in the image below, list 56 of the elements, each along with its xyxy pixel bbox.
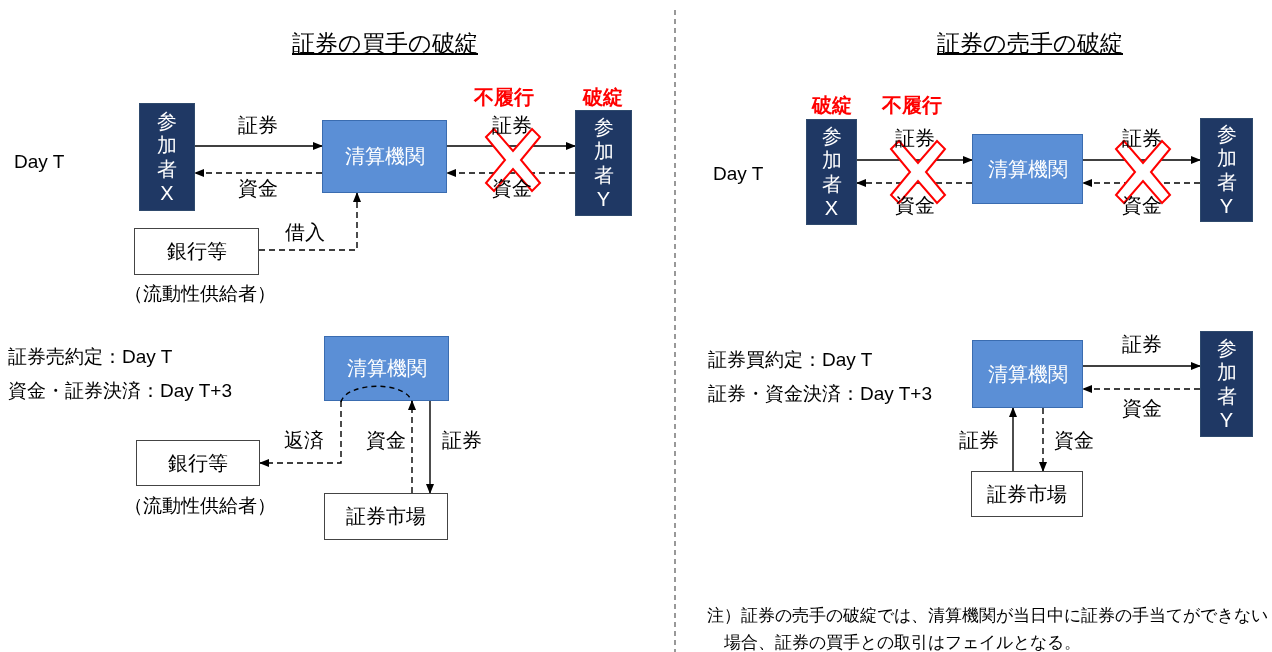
edge-label: 証券 bbox=[237, 115, 279, 135]
participant-box: 参加者X bbox=[139, 103, 195, 211]
edge-label: 証券 bbox=[894, 128, 936, 148]
process-box: 銀行等 bbox=[136, 440, 260, 486]
edge-label: 資金 bbox=[894, 195, 936, 215]
edge-label: 資金 bbox=[365, 430, 407, 450]
text-label: Day T bbox=[14, 150, 65, 174]
clearing-house-box: 清算機関 bbox=[972, 134, 1083, 204]
arrow bbox=[194, 142, 323, 150]
node-caption: （流動性供給者） bbox=[123, 282, 277, 306]
text-label: 証券買約定：Day T bbox=[708, 348, 873, 372]
clearing-house-box: 清算機関 bbox=[322, 120, 447, 193]
arrow bbox=[856, 179, 973, 187]
edge-label: 資金 bbox=[237, 178, 279, 198]
arrow bbox=[1082, 362, 1201, 370]
edge-label: 資金 bbox=[1121, 398, 1163, 418]
text-label: 証券売約定：Day T bbox=[8, 345, 173, 369]
text-label: 資金・証券決済：Day T+3 bbox=[8, 379, 232, 403]
participant-box: 参加者Y bbox=[1200, 331, 1253, 437]
edge-label: 証券 bbox=[491, 115, 533, 135]
section-title: 証券の買手の破綻 bbox=[291, 29, 479, 58]
process-box: 証券市場 bbox=[971, 471, 1083, 517]
edge-label: 資金 bbox=[1121, 195, 1163, 215]
arrow bbox=[194, 169, 323, 177]
arrow bbox=[408, 400, 416, 494]
node-caption: （流動性供給者） bbox=[123, 494, 277, 518]
arrow bbox=[1039, 407, 1047, 472]
status-label: 不履行 bbox=[474, 85, 534, 110]
arrow bbox=[446, 169, 576, 177]
edge-label: 証券 bbox=[1121, 128, 1163, 148]
process-box: 証券市場 bbox=[324, 493, 448, 540]
edge-label: 証券 bbox=[958, 430, 1000, 450]
edge-label: 証券 bbox=[441, 430, 483, 450]
arrow bbox=[1082, 385, 1201, 393]
section-title: 証券の売手の破綻 bbox=[936, 29, 1124, 58]
process-box: 銀行等 bbox=[134, 228, 259, 275]
footnote: 注）証券の売手の破綻では、清算機関が当日中に証券の手当てができない場合、証券の買手との取引はフェイルとなる。 bbox=[707, 605, 1269, 652]
status-label: 破綻 bbox=[810, 93, 853, 118]
arrow bbox=[426, 400, 434, 494]
arrow bbox=[258, 192, 361, 251]
text-label: 証券・資金決済：Day T+3 bbox=[708, 382, 932, 406]
participant-box: 参加者X bbox=[806, 119, 857, 225]
edge-label: 返済 bbox=[283, 430, 325, 450]
clearing-house-box: 清算機関 bbox=[972, 340, 1083, 408]
arrow bbox=[1009, 407, 1017, 472]
participant-box: 参加者Y bbox=[1200, 118, 1253, 222]
clearing-house-box: 清算機関 bbox=[324, 336, 449, 401]
edge-label: 資金 bbox=[1053, 430, 1095, 450]
edge-label: 証券 bbox=[1121, 334, 1163, 354]
arrow bbox=[259, 400, 342, 467]
participant-box: 参加者Y bbox=[575, 110, 632, 216]
status-label: 不履行 bbox=[882, 93, 942, 118]
text-label: Day T bbox=[713, 162, 764, 186]
edge-label: 資金 bbox=[491, 178, 533, 198]
edge-label: 借入 bbox=[284, 222, 326, 242]
status-label: 破綻 bbox=[581, 85, 624, 110]
